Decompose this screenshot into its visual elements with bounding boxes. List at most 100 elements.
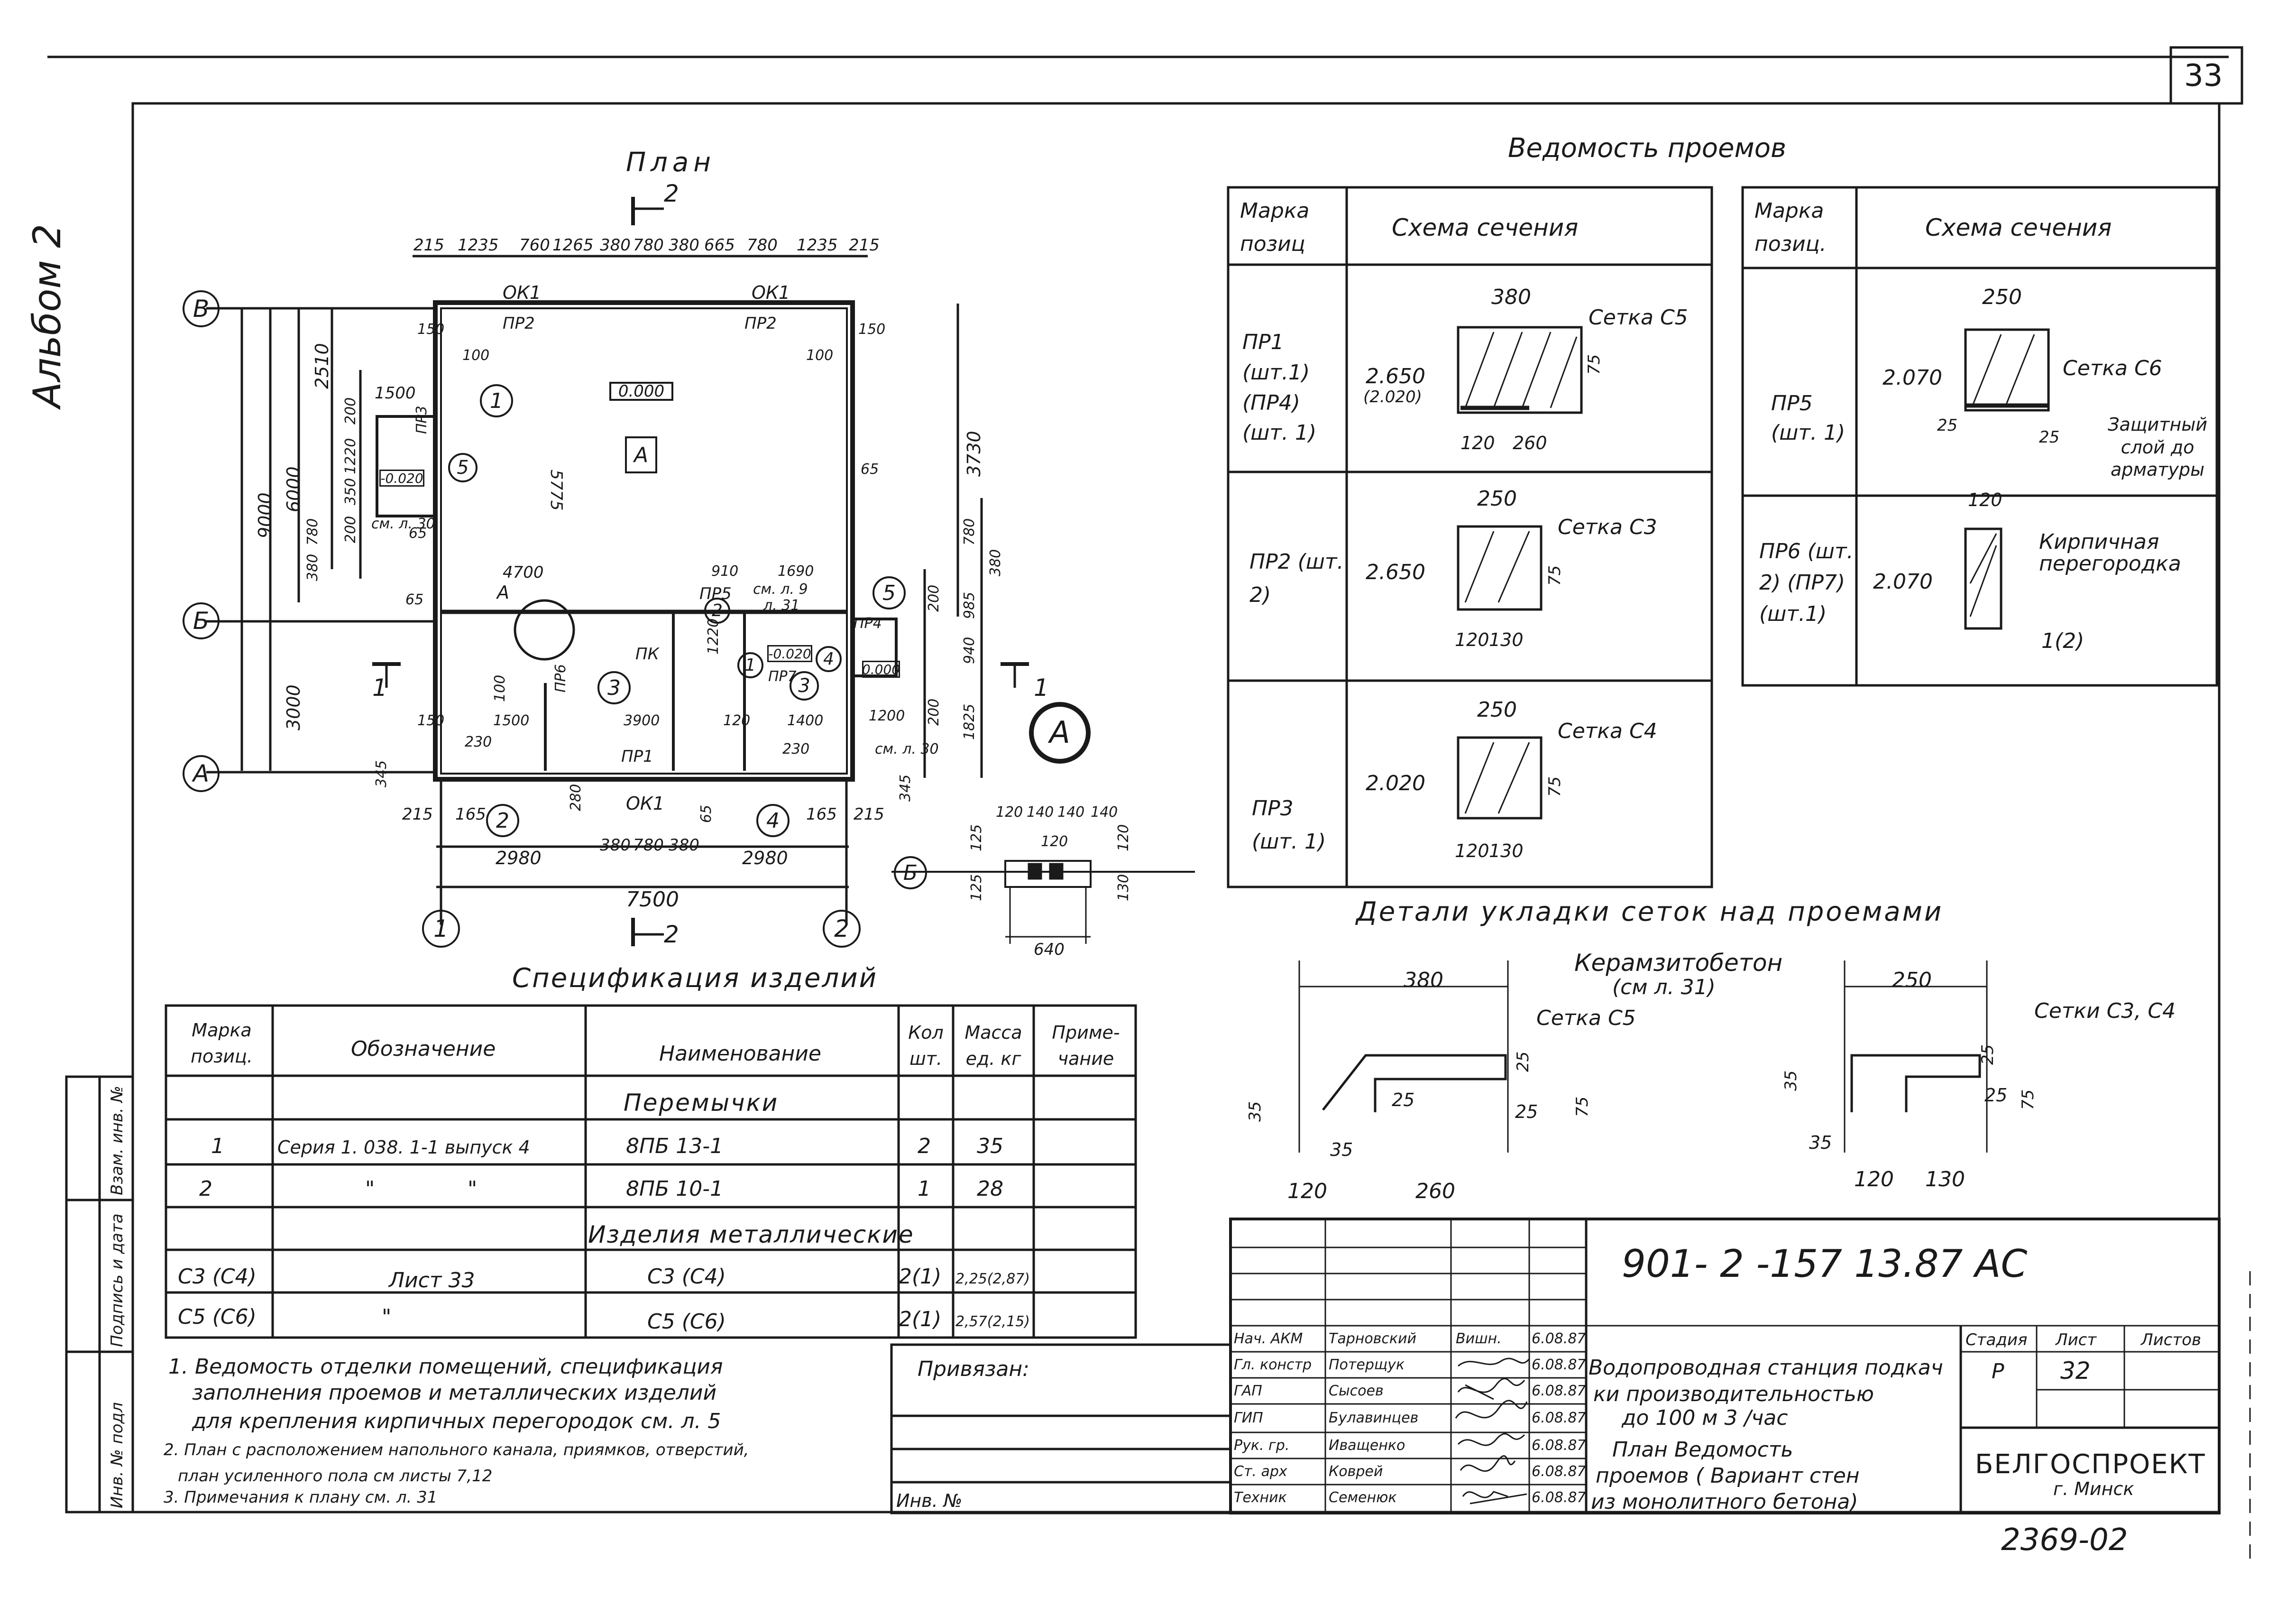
opening-row2-mesh: Сетка С3 (1558, 515, 1657, 539)
spec-header-name: Наименование (659, 1042, 821, 1066)
dim-bottom-5: 165 (806, 805, 837, 824)
opening-row5-d2: 25 (2039, 428, 2060, 447)
opening-row3-width: 250 (1477, 698, 1517, 722)
dim-inner-100a: 100 (462, 347, 490, 364)
openings-col-mark: Марка позиц (1240, 199, 1310, 257)
section-mark-top: 2 (664, 180, 679, 207)
date-5: 6.08.87 (1532, 1463, 1586, 1480)
opening-row2-mark: ПР2 (шт. 2) (1249, 550, 1344, 608)
col-sheets: Листов (2141, 1330, 2202, 1349)
mesh-left-dim-0: 380 (1404, 968, 1443, 992)
dim-top-9: 1235 (797, 236, 838, 255)
dim-top-0: 215 (413, 236, 444, 255)
opening-row2-d2: 130 (1489, 629, 1524, 650)
spec-r5-mark: С5 (С6) (178, 1305, 257, 1329)
bind-label: Привязан: (918, 1357, 1029, 1381)
opening-row6-width: 120 (1968, 489, 2002, 510)
section-mark-bottom: 2 (664, 921, 679, 948)
spec-r5-designation: " (382, 1305, 392, 1329)
note-line-3: 2. План с расположением напольного канал… (164, 1440, 749, 1459)
spec-r3-name: Изделия металлические (588, 1221, 914, 1248)
opening-row3-mesh: Сетка С4 (1558, 719, 1657, 743)
label-ref-l31: л. 31 (763, 597, 800, 614)
dim-chain-4: 2980 (742, 848, 788, 868)
dim-inner-65a: 65 (861, 461, 879, 478)
note-line-2: для крепления кирпичных перегородок см. … (192, 1409, 721, 1433)
name-4: Иващенко (1329, 1437, 1405, 1454)
spec-r4-mark: С3 (С4) (178, 1265, 257, 1289)
spec-header-mark: Марка позиц. (191, 1020, 253, 1067)
label-pr7: ПР7 (768, 668, 797, 685)
stage-value: Р (1992, 1359, 2004, 1384)
opening-row2-width: 250 (1477, 487, 1517, 511)
det-b-dim-0: 120 (996, 804, 1023, 821)
spec-r4-mass: 2,25(2,87) (955, 1271, 1030, 1287)
name-5: Коврей (1329, 1463, 1383, 1480)
name-3: Булавинцев (1329, 1410, 1419, 1426)
spec-header-designation: Обозначение (351, 1037, 496, 1061)
col-stage: Стадия (1965, 1330, 2028, 1349)
spec-r1-mass: 35 (977, 1134, 1003, 1158)
room-marker-2: 2 (486, 804, 519, 837)
spec-r2-name: 8ПБ 10-1 (626, 1177, 724, 1201)
room-marker-3b: 3 (790, 671, 819, 701)
dim-inner-1500: 1500 (493, 712, 530, 729)
dim-chain-0: 2980 (496, 848, 542, 868)
opening-row3-d1: 120 (1455, 840, 1489, 861)
dim-top-4: 380 (600, 236, 631, 255)
room-marker-1b: 1 (737, 652, 763, 678)
name-6: Семенюк (1329, 1489, 1397, 1506)
spec-header-qty: Кол шт. (908, 1022, 944, 1070)
lintel-top-0: ПР2 (503, 314, 535, 333)
org-name: БЕЛГОСПРОЕКТ (1975, 1449, 2206, 1480)
opening-row1-mark: ПР1 (шт.1) (ПР4) (шт. 1) (1242, 330, 1317, 445)
dim-bottom-6: 215 (854, 805, 884, 824)
opening-row1-width: 380 (1491, 285, 1531, 309)
det-b-dim-3: 140 (1091, 804, 1118, 821)
role-3: ГИП (1234, 1410, 1263, 1426)
doc-code: 901- 2 -157 13.87 АС (1622, 1242, 2028, 1286)
note-line-1: заполнения проемов и металлических издел… (192, 1381, 717, 1405)
name-0: Тарновский (1329, 1330, 1417, 1347)
spec-r4-name: С3 (С4) (647, 1265, 726, 1289)
mesh-details-title: Детали укладки сеток над проемами (1356, 896, 1944, 927)
opening-row3-level: 2.020 (1366, 771, 1425, 795)
label-ref-l30: см. л. 30 (371, 516, 435, 532)
opening-row2-level: 2.650 (1366, 560, 1425, 584)
dim-inner-150c: 150 (417, 712, 445, 729)
col-sheet: Лист (2056, 1330, 2097, 1349)
dim-chain-1: 380 (600, 836, 631, 855)
opening-row5-width: 250 (1982, 285, 2022, 309)
axis-bubble-a: А (183, 755, 220, 792)
opening-row2-d1: 120 (1455, 629, 1489, 650)
opening-row1-d1: 120 (1460, 433, 1495, 453)
note-line-4: план усиленного пола см листы 7,12 (178, 1467, 493, 1486)
object-line-2: до 100 м 3 /час (1622, 1406, 1788, 1430)
dim-inner-100b: 100 (806, 347, 834, 364)
role-2: ГАП (1234, 1383, 1262, 1399)
detail-node-bubble: А (1029, 702, 1091, 764)
dim-inner-65c: 65 (409, 525, 427, 542)
label-pr4: ПР4 (854, 615, 882, 632)
opening-row1-level2: (2.020) (1363, 388, 1422, 406)
spec-r1-designation: Серия 1. 038. 1-1 выпуск 4 (277, 1137, 530, 1158)
dim-inner-910: 910 (711, 563, 739, 580)
dim-inner-1200: 1200 (869, 708, 905, 724)
dim-top-5: 780 (633, 236, 664, 255)
date-2: 6.08.87 (1532, 1383, 1586, 1399)
dim-bottom-1: 215 (402, 805, 433, 824)
section-mark-left: 1 (372, 674, 387, 702)
axis-bubble-2: 2 (823, 910, 861, 948)
note-line-0: 1. Ведомость отделки помещений, специфик… (168, 1355, 723, 1379)
axis-bubble-b: Б (183, 602, 220, 639)
spec-title: Спецификация изделий (512, 963, 878, 994)
label-ref-l30b: см. л. 30 (875, 741, 939, 757)
room-marker-5: 5 (448, 453, 478, 482)
bind-inv: Инв. № (896, 1490, 963, 1511)
label-ok1-bottom: ОК1 (626, 793, 665, 814)
spec-r5-mass: 2,57(2,15) (955, 1313, 1030, 1330)
opening-row5-d1: 25 (1937, 416, 1958, 435)
